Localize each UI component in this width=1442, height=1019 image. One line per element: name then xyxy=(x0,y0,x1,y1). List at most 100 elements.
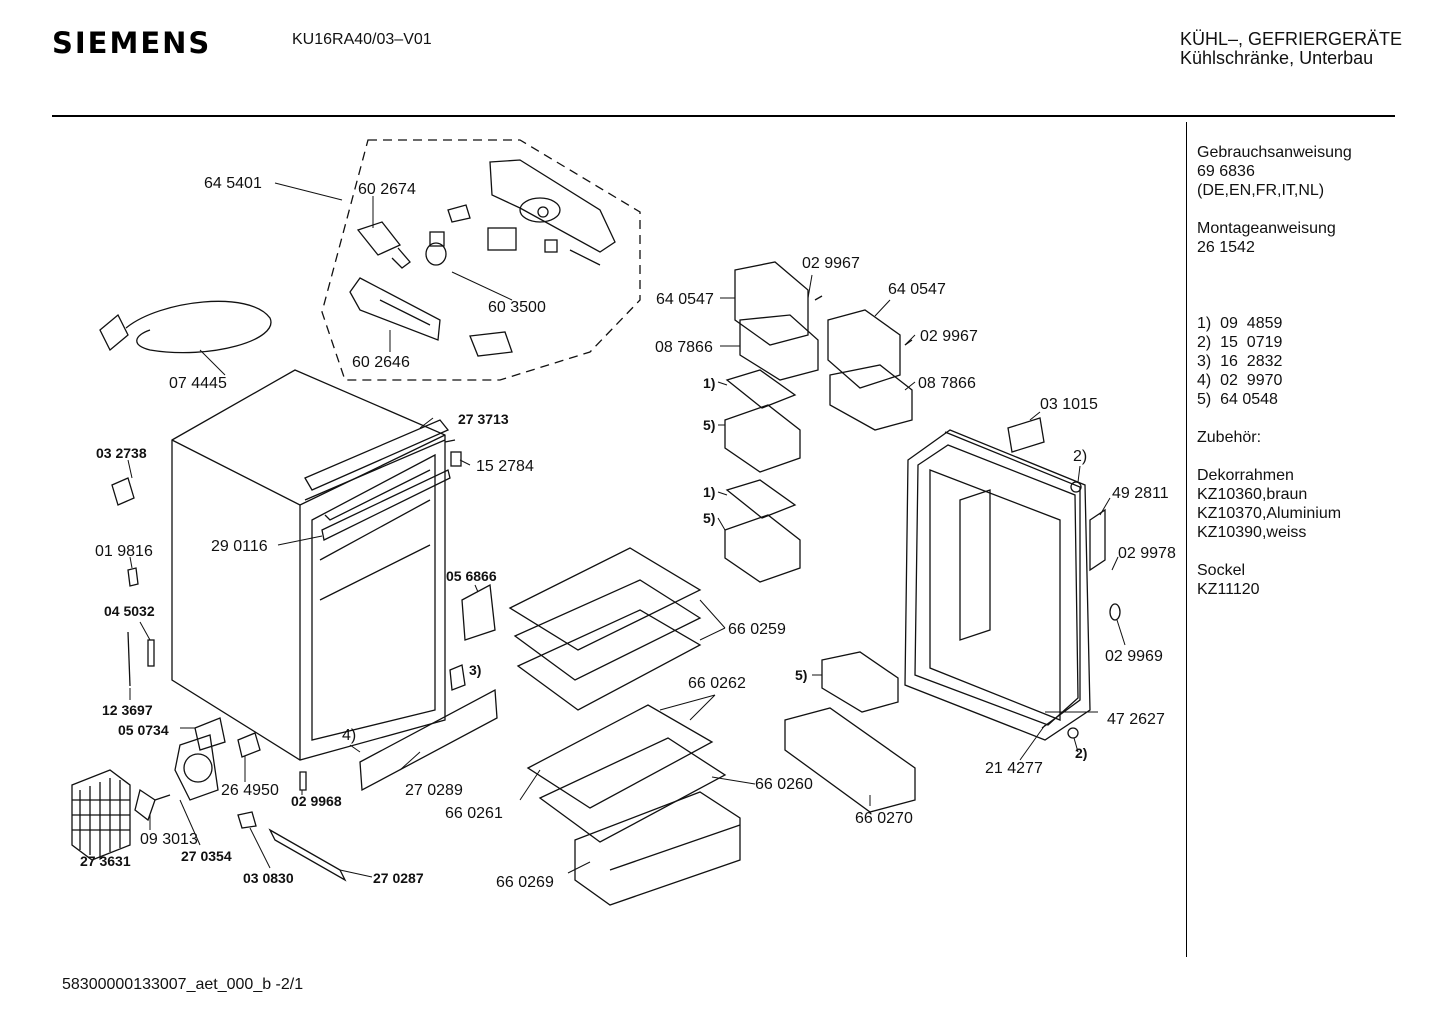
part-label: 66 0262 xyxy=(688,675,746,692)
footnote-list: 1) 09 4859 2) 15 0719 3) 16 2832 4) 02 9… xyxy=(1197,314,1432,409)
manual-number: 69 6836 xyxy=(1197,163,1255,180)
frame-title: Dekorrahmen xyxy=(1197,467,1294,484)
part-label: 21 4277 xyxy=(985,760,1043,777)
part-number-labels: 64 5401 60 2674 60 3500 60 2646 07 4445 … xyxy=(80,175,1176,891)
part-label: 02 9968 xyxy=(291,793,342,809)
frame-option: KZ10390,weiss xyxy=(1197,524,1307,541)
part-label: 02 9978 xyxy=(1118,545,1176,562)
glass-shelf-icon xyxy=(508,547,702,711)
plinth-block: Sockel KZ11120 xyxy=(1197,561,1432,599)
part-label: 04 5032 xyxy=(104,603,155,619)
fan-icon xyxy=(134,788,171,822)
part-label: 27 0289 xyxy=(405,782,463,799)
plinth-title: Sockel xyxy=(1197,562,1246,579)
footnote-item: 2) 15 0719 xyxy=(1197,334,1283,351)
document-code: 58300000133007_aet_000_b -2/1 xyxy=(62,976,304,993)
part-label: 08 7866 xyxy=(655,339,713,356)
plinth-strip-icon xyxy=(268,828,347,882)
note-marker: 5) xyxy=(795,667,807,683)
power-cable-icon xyxy=(99,300,272,354)
category-line-1: KÜHL–, GEFRIERGERÄTE xyxy=(1180,29,1403,49)
connector-icon xyxy=(469,331,513,357)
note-marker: 1) xyxy=(703,484,715,500)
user-manual-block: Gebrauchsanweisung 69 6836 (DE,EN,FR,IT,… xyxy=(1197,143,1432,200)
frame-option: KZ10360,braun xyxy=(1197,486,1308,503)
part-label: 66 0259 xyxy=(728,621,786,638)
hinge-pin-icon xyxy=(1070,481,1082,493)
door-bin-icon xyxy=(734,261,913,431)
part-label: 03 1015 xyxy=(1040,396,1098,413)
small-box-icon xyxy=(724,404,899,713)
part-label: 47 2627 xyxy=(1107,711,1165,728)
part-label: 60 3500 xyxy=(488,299,546,316)
note-marker: 3) xyxy=(469,662,481,678)
footnote-item: 5) 64 0548 xyxy=(1197,391,1278,408)
part-label: 15 2784 xyxy=(476,458,534,475)
footnote-item: 3) 16 2832 xyxy=(1197,353,1283,370)
note-marker: 2) xyxy=(1073,448,1087,465)
hinge-bush-icon xyxy=(111,477,135,506)
accessories-title: Zubehör: xyxy=(1197,429,1262,446)
manual-languages: (DE,EN,FR,IT,NL) xyxy=(1197,182,1325,199)
cabinet-body-icon xyxy=(171,369,446,761)
assembly-title: Montageanweisung xyxy=(1197,220,1336,237)
lamp-bulb-icon xyxy=(356,221,411,269)
part-label: 66 0270 xyxy=(855,810,913,827)
hinge-cover-icon xyxy=(1109,603,1121,621)
part-label: 03 0830 xyxy=(243,870,294,886)
door-panel-icon xyxy=(904,429,1091,741)
cross-strip-icon xyxy=(321,469,451,541)
part-label: 64 5401 xyxy=(204,175,262,192)
screw-icon xyxy=(299,771,307,791)
note-marker: 2) xyxy=(1075,745,1087,761)
part-label: 02 9967 xyxy=(802,255,860,272)
exploded-parts-diagram: 64 5401 60 2674 60 3500 60 2646 07 4445 … xyxy=(71,139,1176,906)
lamp-cover-icon xyxy=(349,277,441,341)
part-label: 12 3697 xyxy=(102,702,153,718)
part-label: 27 0287 xyxy=(373,870,424,886)
part-label: 60 2646 xyxy=(352,354,410,371)
header-divider xyxy=(52,115,1395,117)
part-label: 64 0547 xyxy=(888,281,946,298)
assembly-block: Montageanweisung 26 1542 xyxy=(1197,219,1432,257)
side-divider xyxy=(1186,122,1187,957)
ventilation-grille-icon xyxy=(359,688,498,792)
thermostat-group-outline xyxy=(321,139,641,381)
note-marker: 5) xyxy=(703,510,715,526)
part-label: 27 0354 xyxy=(181,848,232,864)
crisper-drawer-icon xyxy=(574,791,741,906)
part-label: 02 9969 xyxy=(1105,648,1163,665)
seal-pin-icon xyxy=(147,639,155,667)
part-label: 29 0116 xyxy=(211,538,268,555)
part-label: 09 3013 xyxy=(140,831,198,848)
header: SIEMENS KU16RA40/03–V01 KÜHL–, GEFRIERGE… xyxy=(0,0,1442,120)
hinge-bracket-icon xyxy=(1089,508,1106,572)
part-label: 01 9816 xyxy=(95,543,153,560)
footnote-item: 4) 02 9970 xyxy=(1197,372,1283,389)
compressor-relay-icon xyxy=(174,717,226,801)
model-code: KU16RA40/03–V01 xyxy=(292,31,432,48)
part-label: 66 0269 xyxy=(496,874,554,891)
appliance-category: KÜHL–, GEFRIERGERÄTE Kühlschränke, Unter… xyxy=(1180,30,1402,68)
part-label: 08 7866 xyxy=(918,375,976,392)
part-label: 27 3713 xyxy=(458,411,509,427)
cover-plate-icon xyxy=(461,583,496,641)
part-label: 66 0260 xyxy=(755,776,813,793)
capacitor-icon xyxy=(237,732,261,758)
plinth-number: KZ11120 xyxy=(1197,581,1260,598)
grommet-icon xyxy=(449,664,466,691)
note-marker: 5) xyxy=(703,417,715,433)
capillary-tube-icon xyxy=(127,631,131,687)
drain-plug-icon xyxy=(444,439,462,467)
note-marker: 1) xyxy=(703,375,715,391)
frame-option: KZ10370,Aluminium xyxy=(1197,505,1342,522)
bottle-shelf-icon xyxy=(784,707,916,813)
part-label: 27 3631 xyxy=(80,853,131,869)
part-label: 26 4950 xyxy=(221,782,279,799)
part-label: 60 2674 xyxy=(358,181,416,198)
thermostat-housing-icon xyxy=(489,159,616,253)
pin-icon xyxy=(814,295,913,346)
assembly-number: 26 1542 xyxy=(1197,239,1255,256)
manual-title: Gebrauchsanweisung xyxy=(1197,144,1352,161)
leader-lines xyxy=(99,182,1126,878)
